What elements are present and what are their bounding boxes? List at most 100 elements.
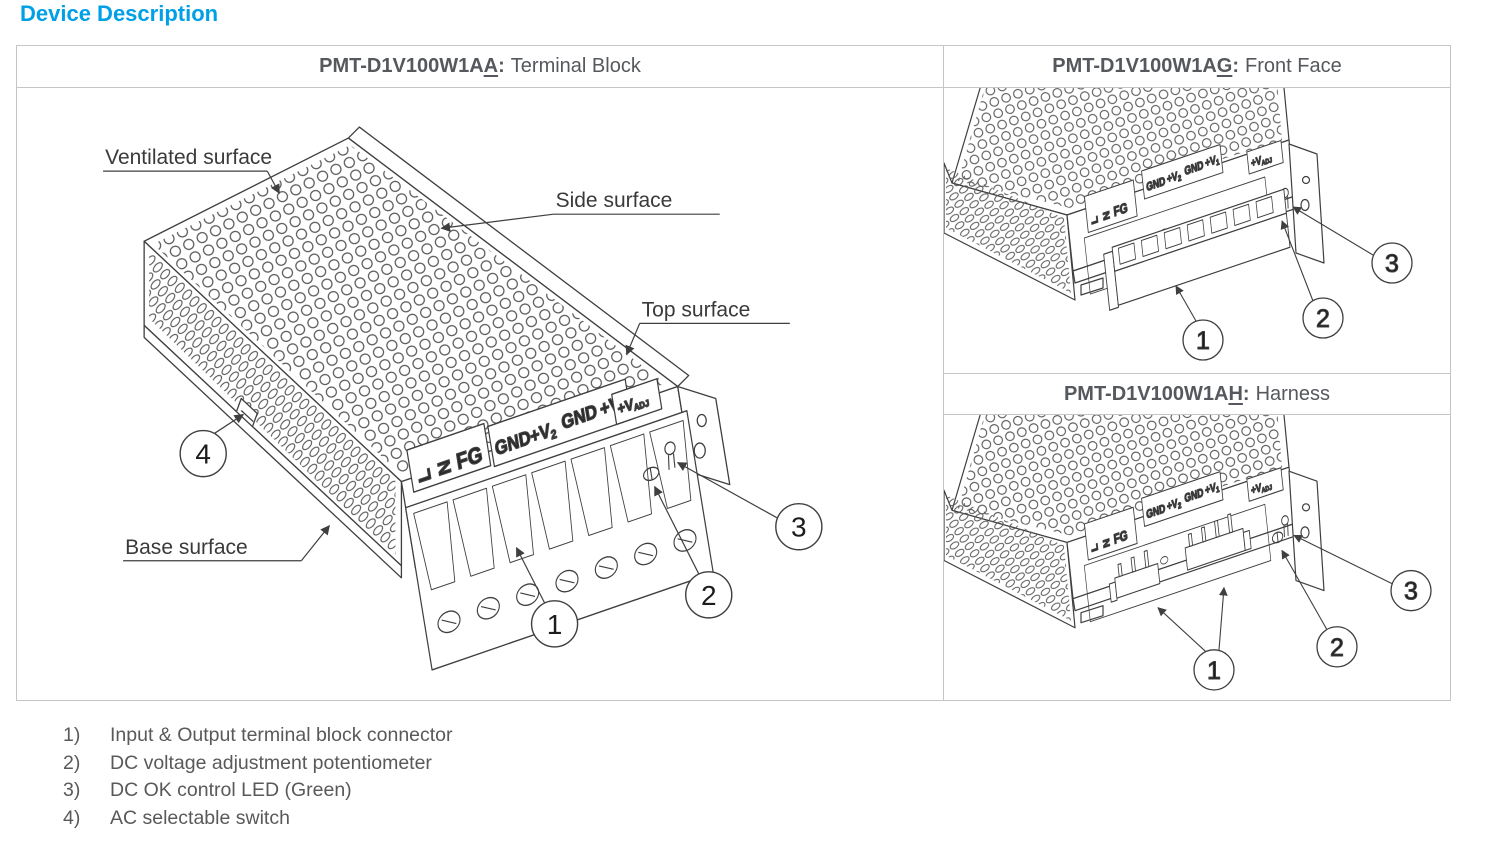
callout-3: 3	[1404, 578, 1418, 606]
terminal-block-diagram: L N FG GND +V2 GND +V1 +VADJ	[103, 126, 823, 671]
front-face-items: L N FG GND +V2 GND +V1 +VADJ	[1083, 139, 1289, 295]
chassis-left: L N FG GND +V2 GND +V1 +VADJ	[103, 126, 823, 671]
model-colon: :	[1232, 55, 1240, 77]
variant-label: Harness	[1255, 382, 1331, 405]
front-face-diagram: L N FG GND +V2 GND +V1 +VADJ	[944, 88, 1413, 361]
terminal-cover	[1103, 188, 1291, 311]
label-base-surface: Base surface	[125, 536, 248, 559]
legend-text: DC OK control LED (Green)	[110, 779, 352, 801]
callout-2: 2	[1330, 634, 1344, 662]
terminal-label-n: N	[435, 457, 456, 478]
label-side-surface: Side surface	[556, 189, 673, 212]
callout-1: 1	[1196, 327, 1210, 355]
callouts-harness: 1 2 3	[1157, 534, 1432, 691]
connector-1-pins	[1117, 549, 1150, 578]
callout-1-circle	[1193, 649, 1235, 691]
connector-2-pins	[1187, 513, 1233, 548]
terminal-label-n: N	[1102, 209, 1113, 221]
legend-num: 4)	[63, 806, 81, 829]
vadj-label-plate	[611, 378, 663, 426]
legend-list: 1) Input & Output terminal block connecto…	[63, 722, 453, 832]
callout-1: 1	[1207, 657, 1221, 685]
connector-2-cap	[1242, 529, 1252, 552]
page-title: Device Description	[20, 1, 219, 26]
terminal-label-vadj: +VADJ	[1251, 151, 1273, 171]
label-ventilated-surface: Ventilated surface	[105, 146, 272, 169]
callout-4-circle	[179, 429, 227, 478]
foot	[1080, 277, 1104, 296]
dc-ok-led	[664, 441, 676, 456]
terminal-label-v1: +V1	[1205, 153, 1220, 171]
base-surface-lip	[143, 324, 403, 579]
model-colon: :	[1242, 382, 1250, 405]
callout-2-circle	[1316, 626, 1358, 668]
model-name: PMT-D1V100W1A	[1063, 382, 1229, 405]
cover-slots	[1117, 195, 1274, 265]
legend-text: DC voltage adjustment potentiometer	[110, 751, 432, 774]
harness-connector-1	[1114, 562, 1161, 599]
callout-3-circle	[775, 502, 823, 551]
terminal-label-fg: FG	[1113, 200, 1129, 220]
top-perforations	[153, 145, 666, 475]
chassis-right: L N FG GND +V2 GND +V1 +VADJ	[944, 88, 1325, 301]
model-suffix: G	[1216, 55, 1233, 77]
harness-drawing-cell: 1 2 3	[944, 415, 1450, 700]
callout-1-circle	[1182, 319, 1224, 361]
terminal-label-vadj: +VADJ	[616, 391, 650, 419]
input-label-plate	[406, 422, 492, 493]
callout-2: 2	[1316, 305, 1330, 333]
callout-1: 1	[547, 609, 563, 640]
model-name: PMT-D1V100W1A	[1052, 55, 1217, 77]
terminal-label-v2: +V2	[1166, 169, 1181, 187]
legend-item-4: 4) AC selectable switch	[63, 805, 453, 833]
legend-item-2: 2) DC voltage adjustment potentiometer	[63, 750, 453, 778]
front-face-drawing-cell: L N FG GND +V2 GND +V1 +VADJ	[944, 88, 1450, 373]
terminal-cells	[413, 419, 692, 591]
callout-3: 3	[791, 512, 807, 543]
legend-text: Input & Output terminal block connector	[110, 724, 453, 746]
callouts-front-face: 1 2 3	[1175, 206, 1413, 361]
callout-3-circle	[1390, 569, 1432, 612]
legend-item-3: 3) DC OK control LED (Green)	[63, 777, 453, 805]
legend-num: 3)	[63, 779, 81, 801]
legend-item-1: 1) Input & Output terminal block connecto…	[63, 722, 453, 750]
legend-text: AC selectable switch	[110, 806, 290, 829]
legend-num: 2)	[63, 751, 81, 774]
side-perforations	[149, 250, 396, 557]
variant-label: Front Face	[1245, 55, 1342, 77]
input-label-plate	[1084, 179, 1138, 234]
cover-front	[1114, 212, 1291, 306]
model-suffix: H	[1228, 382, 1243, 405]
callout-3-circle	[1371, 242, 1413, 284]
mounting-flange	[1288, 143, 1325, 264]
model-suffix: A	[483, 55, 499, 77]
callout-4: 4	[195, 439, 211, 470]
callout-3: 3	[1385, 250, 1399, 278]
variant-label: Terminal Block	[510, 55, 641, 77]
screw-slots	[441, 538, 693, 625]
harness-connectors	[1108, 513, 1252, 603]
surface-labels: Ventilated surface Side surface Top surf…	[105, 146, 750, 559]
model-name: PMT-D1V100W1A	[319, 55, 484, 77]
callout-2: 2	[701, 580, 717, 611]
terminal-block-drawing-cell: L N FG GND +V2 GND +V1 +VADJ	[17, 88, 943, 700]
callout-2-circle	[685, 571, 733, 619]
legend-num: 1)	[63, 724, 81, 746]
model-colon: :	[498, 55, 505, 77]
callout-1-circle	[530, 600, 579, 648]
front-face-items: L N FG GND +V2 GND +V1 +VADJ	[405, 378, 714, 671]
chassis-right-copy	[944, 415, 1325, 629]
vadj-label-plate	[1246, 139, 1284, 175]
label-top-surface: Top surface	[642, 298, 751, 321]
label-leaders	[103, 170, 790, 562]
harness-diagram: 1 2 3	[944, 415, 1432, 691]
callouts-left: 4 1 2 3	[179, 414, 823, 648]
callout-2-circle	[1302, 297, 1344, 339]
